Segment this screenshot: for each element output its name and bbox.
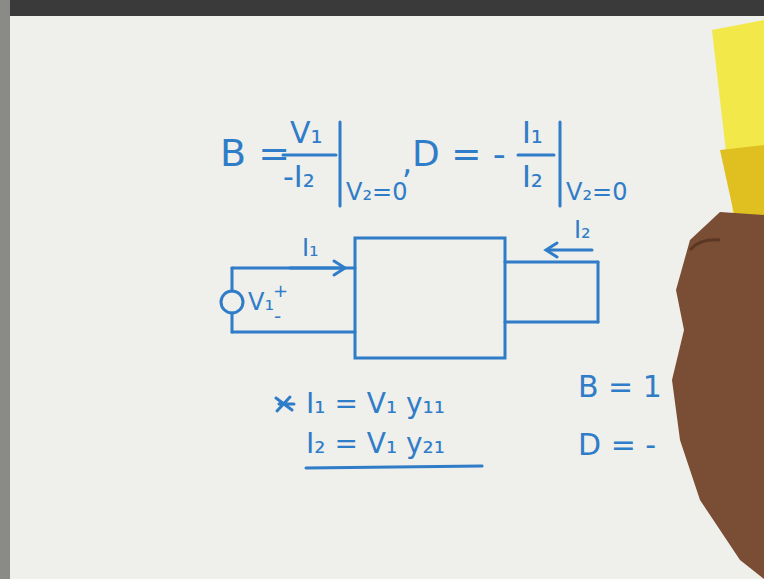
wire bbox=[231, 313, 234, 332]
equation-text: D = - bbox=[578, 430, 656, 460]
ink bbox=[221, 122, 598, 468]
fraction-bar bbox=[283, 154, 336, 157]
left-edge bbox=[0, 0, 10, 579]
condition-text: V₂=0 bbox=[346, 180, 407, 204]
voltage-source-symbol bbox=[221, 291, 243, 313]
wire bbox=[231, 268, 234, 291]
condition-text: V₂=0 bbox=[566, 180, 627, 204]
equation-text: B = bbox=[220, 134, 290, 172]
numerator: I₁ bbox=[522, 118, 543, 148]
source-label: V₁ bbox=[248, 290, 274, 314]
top-edge bbox=[0, 0, 764, 16]
scribble-mark bbox=[276, 397, 294, 411]
current-label: I₂ bbox=[574, 218, 591, 242]
finger-crease bbox=[690, 240, 720, 250]
polarity-mark: - bbox=[274, 306, 281, 326]
wire bbox=[505, 321, 598, 324]
equation-text: B = 1 bbox=[578, 372, 662, 402]
equation-text: I₁ = V₁ y₁₁ bbox=[306, 390, 445, 418]
equation-text: D = - bbox=[412, 136, 506, 172]
two-port-box bbox=[355, 238, 505, 358]
current-label: I₁ bbox=[302, 236, 319, 260]
equation-text: I₂ = V₁ y₂₁ bbox=[306, 430, 445, 458]
wire bbox=[232, 267, 355, 270]
arrow-head bbox=[546, 243, 557, 257]
polarity-mark: + bbox=[273, 282, 288, 300]
current-arrow bbox=[547, 249, 592, 252]
evaluation-bar bbox=[339, 122, 342, 206]
arrow-head bbox=[334, 261, 345, 275]
wire bbox=[505, 261, 598, 264]
numerator: V₁ bbox=[290, 118, 323, 148]
hand-with-marker bbox=[672, 20, 764, 579]
denominator: -I₂ bbox=[283, 162, 315, 192]
underline bbox=[306, 466, 482, 468]
wire bbox=[232, 331, 355, 334]
short-circuit-wire bbox=[597, 262, 600, 322]
current-arrow bbox=[290, 267, 344, 270]
evaluation-bar bbox=[559, 122, 562, 206]
comma: , bbox=[402, 146, 412, 178]
fraction-bar bbox=[518, 154, 554, 157]
hand bbox=[672, 212, 764, 579]
denominator: I₂ bbox=[522, 162, 543, 192]
